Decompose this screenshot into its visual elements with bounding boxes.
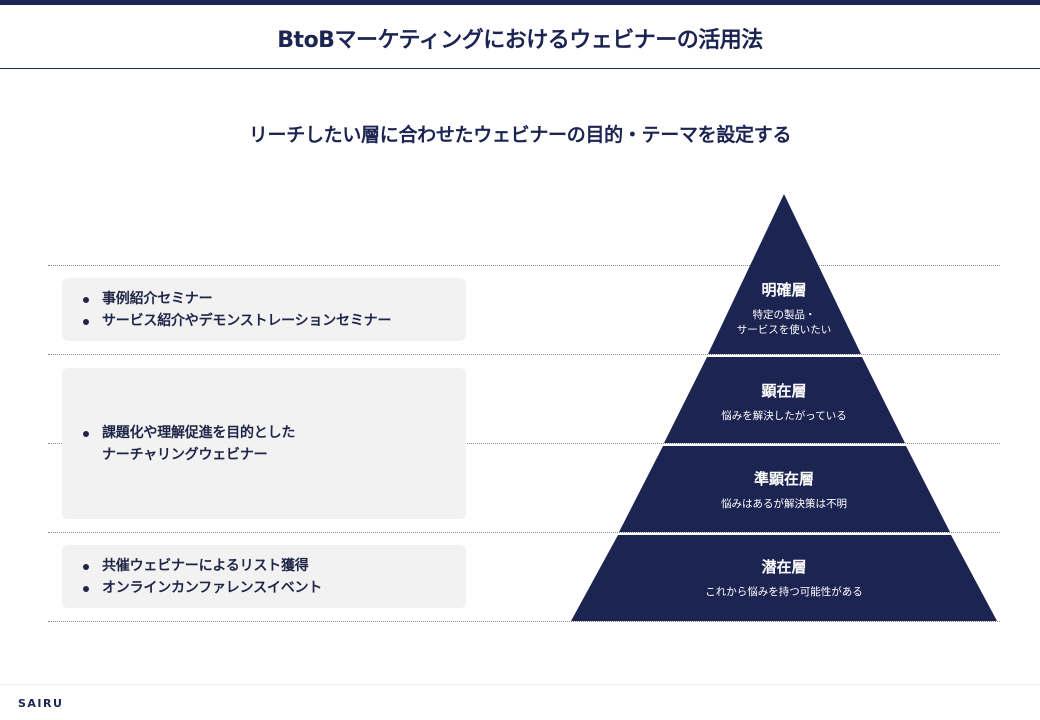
tier-title: 明確層 [761, 281, 807, 299]
theme-list: 共催ウェビナーによるリスト獲得 オンラインカンファレンスイベント [82, 555, 466, 599]
pyramid-tier-clear [708, 194, 861, 354]
slide-subtitle: リーチしたい層に合わせたウェビナーの目的・テーマを設定する [248, 124, 792, 146]
tier-description-line: 特定の製品・ [752, 309, 816, 321]
top-accent-bar [0, 0, 1040, 5]
list-item: サービス紹介やデモンストレーションセミナー [82, 310, 466, 332]
list-item-line: 課題化や理解促進を目的とした [102, 424, 296, 441]
tier-label-semi-manifest: 準顕在層 悩みはあるが解決策は不明 [684, 469, 884, 512]
page-title: BtoBマーケティングにおけるウェビナーの活用法 [277, 28, 763, 53]
tier-divider-line [48, 265, 1000, 266]
tier-divider-line [48, 443, 1000, 444]
theme-list: 課題化や理解促進を目的とした ナーチャリングウェビナー [82, 422, 466, 466]
theme-box-clear-layer: 事例紹介セミナー サービス紹介やデモンストレーションセミナー [62, 278, 466, 341]
list-item: 課題化や理解促進を目的とした ナーチャリングウェビナー [82, 422, 466, 466]
footer-divider [0, 684, 1040, 685]
list-item-line: ナーチャリングウェビナー [102, 446, 268, 463]
tier-description: 悩みを解決したがっている [721, 410, 847, 422]
list-item: オンラインカンファレンスイベント [82, 577, 466, 599]
theme-box-latent-layer: 共催ウェビナーによるリスト獲得 オンラインカンファレンスイベント [62, 545, 466, 608]
tier-divider-line [48, 532, 1000, 533]
tier-title: 準顕在層 [753, 470, 814, 488]
tier-divider-line [48, 621, 1000, 622]
brand-logo: SAIRU [18, 697, 64, 710]
theme-list: 事例紹介セミナー サービス紹介やデモンストレーションセミナー [82, 288, 466, 332]
tier-description: 悩みはあるが解決策は不明 [721, 498, 847, 510]
list-item: 共催ウェビナーによるリスト獲得 [82, 555, 466, 577]
tier-label-clear: 明確層 特定の製品・ サービスを使いたい [684, 280, 884, 338]
list-item: 事例紹介セミナー [82, 288, 466, 310]
theme-box-middle-layers: 課題化や理解促進を目的とした ナーチャリングウェビナー [62, 368, 466, 519]
tier-label-latent: 潜在層 これから悩みを持つ可能性がある [684, 557, 884, 600]
tier-description-line: サービスを使いたい [736, 324, 832, 336]
pyramid-tier-latent [571, 535, 997, 621]
tier-divider-line [48, 354, 1000, 355]
pyramid-tier-manifest [664, 357, 905, 443]
pyramid-tier-semi-manifest [619, 446, 950, 532]
tier-description: これから悩みを持つ可能性がある [705, 586, 863, 598]
header-divider [0, 68, 1040, 69]
tier-description: 特定の製品・ サービスを使いたい [684, 308, 884, 338]
tier-title: 潜在層 [761, 558, 807, 576]
tier-title: 顕在層 [761, 382, 807, 400]
tier-label-manifest: 顕在層 悩みを解決したがっている [684, 381, 884, 424]
